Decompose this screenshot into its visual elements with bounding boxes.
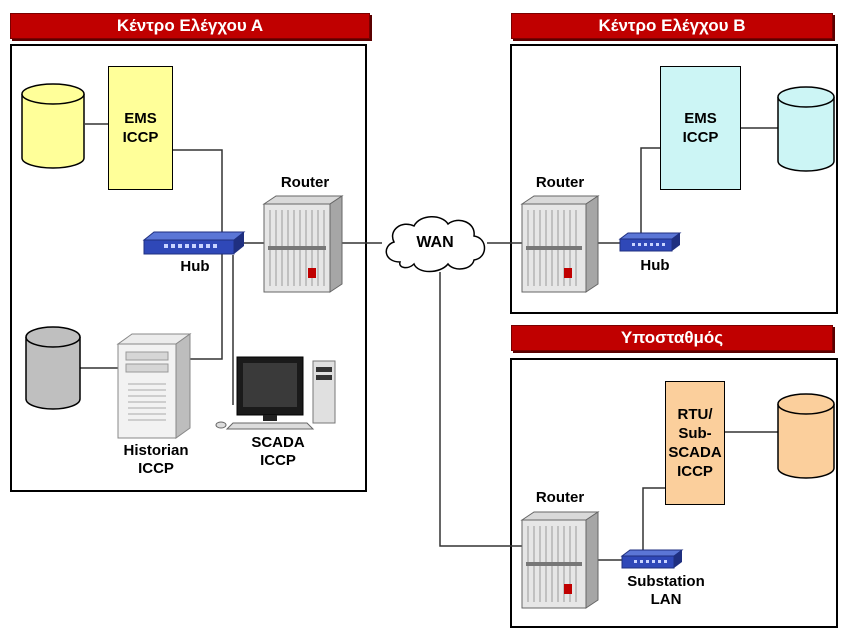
historian-text: Historian <box>123 442 189 459</box>
iccp-label: ICCP <box>138 460 174 477</box>
hub-b-label: Hub <box>640 257 670 274</box>
router-s-label: Router <box>535 489 585 506</box>
tower-pc-icon <box>116 333 192 439</box>
scada-label: SCADA <box>668 444 722 461</box>
wan-label: WAN <box>416 234 454 251</box>
router-icon <box>262 195 344 293</box>
substation-text: Substation <box>627 573 705 590</box>
header-substation: Υποσταθμός <box>511 325 833 351</box>
iccp-label: ICCP <box>122 129 159 146</box>
rtu-label: RTU/ <box>677 406 713 423</box>
router-icon <box>520 195 600 293</box>
hub-icon <box>142 231 246 255</box>
sub-label: Sub- <box>678 425 712 442</box>
cloud-icon <box>385 216 486 273</box>
header-control-a: Κέντρο Ελέγχου Α <box>10 13 370 39</box>
database-icon <box>777 86 835 172</box>
iccp-label: ICCP <box>682 129 719 146</box>
lan-text: LAN <box>650 591 682 608</box>
header-control-b: Κέντρο Ελέγχου Β <box>511 13 833 39</box>
ems-iccp-box-b: EMS ICCP <box>660 66 741 190</box>
database-icon <box>25 326 81 410</box>
rtu-box: RTU/Sub- SCADA ICCP <box>665 381 725 505</box>
scada-text: SCADA <box>251 434 305 451</box>
router-a-label: Router <box>280 174 330 191</box>
router-b-label: Router <box>535 174 585 191</box>
ems-label: EMS <box>684 110 717 127</box>
ems-label: EMS <box>124 110 157 127</box>
iccp-label: ICCP <box>677 463 713 480</box>
ems-iccp-box-a: EMS ICCP <box>108 66 173 190</box>
router-icon <box>520 511 600 609</box>
hub-icon <box>620 549 684 569</box>
iccp-label: ICCP <box>260 452 296 469</box>
hub-a-label: Hub <box>180 258 210 275</box>
hub-icon <box>618 232 682 252</box>
database-icon <box>21 83 85 169</box>
workstation-icon <box>215 356 336 430</box>
database-icon <box>777 393 835 479</box>
